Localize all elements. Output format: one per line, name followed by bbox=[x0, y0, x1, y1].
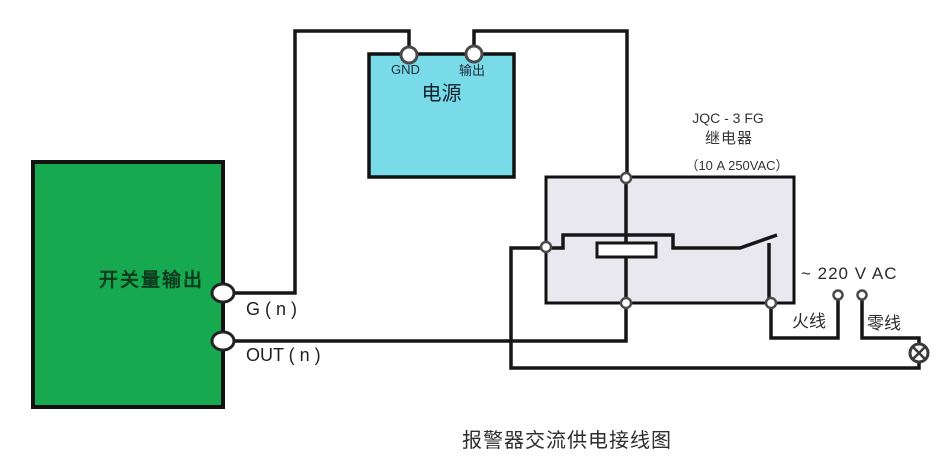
switch-output-label: 开关量输出 bbox=[99, 270, 205, 291]
relay-rating-label: （10 A 250VAC） bbox=[685, 158, 789, 173]
output-terminal-label: 输出 bbox=[459, 63, 486, 78]
wire-g-to-gnd bbox=[223, 29, 411, 295]
gnd-terminal-dot bbox=[399, 45, 419, 65]
relay-box bbox=[544, 175, 796, 305]
relay-coil-terminal-dot bbox=[619, 296, 633, 310]
relay-com-terminal-dot bbox=[539, 240, 553, 254]
relay-coil bbox=[595, 241, 658, 259]
gnd-terminal-label: GND bbox=[391, 62, 420, 77]
relay-no-terminal-dot bbox=[764, 296, 778, 310]
g-terminal-dot bbox=[210, 282, 236, 304]
wire-power-output-to-relay bbox=[472, 29, 629, 178]
wire-switch-to-live bbox=[769, 295, 840, 340]
neutral-terminal-dot bbox=[856, 289, 868, 301]
live-terminal-dot bbox=[832, 289, 844, 301]
power-supply-label: 电源 bbox=[421, 83, 462, 105]
relay-model-label: JQC - 3 FG bbox=[692, 110, 764, 126]
wire-junction-to-coil-terminal bbox=[511, 303, 628, 343]
power-supply-box bbox=[367, 52, 516, 179]
diagram-title: 报警器交流供电接线图 bbox=[462, 430, 672, 452]
wire-junction-to-lamp bbox=[509, 341, 921, 370]
wire-relay-com-to-junction bbox=[509, 246, 546, 341]
terminals bbox=[210, 44, 868, 352]
wire-relay-armature-switch bbox=[546, 233, 778, 250]
wire-neutral-to-lamp bbox=[860, 295, 921, 344]
wires bbox=[223, 29, 921, 370]
neutral-wire-label: 零线 bbox=[867, 314, 901, 333]
lamp-icon bbox=[908, 342, 930, 364]
power-output-terminal-dot bbox=[464, 44, 484, 64]
live-wire-label: 火线 bbox=[792, 312, 826, 331]
switch-output-box bbox=[31, 160, 225, 409]
g-terminal-label: G ( n ) bbox=[246, 299, 298, 319]
out-terminal-label: OUT ( n ) bbox=[246, 345, 321, 365]
mains-voltage-label: ~ 220 V AC bbox=[801, 264, 898, 283]
out-terminal-dot bbox=[210, 330, 236, 352]
relay-top-terminal-dot bbox=[619, 171, 633, 185]
relay-name-label: 继电器 bbox=[704, 130, 753, 147]
